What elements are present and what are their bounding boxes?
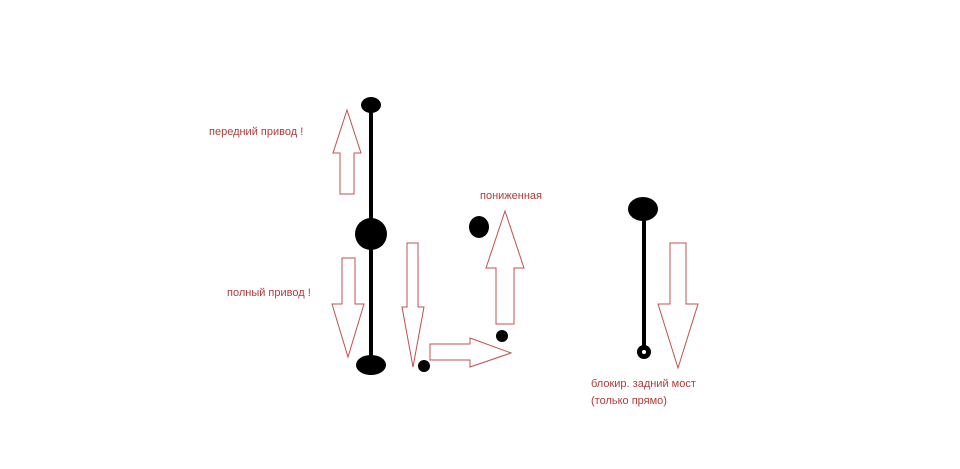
rear-lock-arrow-down — [657, 242, 699, 370]
shift-arrow-right — [429, 337, 513, 368]
label-full-drive: полный привод ! — [227, 287, 311, 299]
label-low-gear: пониженная — [480, 190, 542, 202]
position-dot-bottom — [418, 360, 430, 372]
label-rear-lock-line1: блокир. задний мост — [591, 378, 696, 390]
label-front-drive: передний привод ! — [209, 126, 304, 138]
shift-arrow-down — [401, 242, 425, 368]
rear-lock-lever-pivot-hole — [642, 350, 646, 354]
label-rear-lock-line2: (только прямо) — [591, 395, 667, 407]
rear-lock-lever-knob — [628, 197, 658, 221]
position-dot-low-gear — [469, 216, 489, 238]
main-lever-top-knob — [361, 97, 381, 113]
full-drive-arrow-down — [331, 257, 365, 359]
low-gear-arrow-up — [485, 209, 525, 325]
front-drive-arrow-up — [332, 108, 362, 195]
main-lever-bottom-knob — [356, 355, 386, 375]
main-lever-center-knob — [355, 218, 387, 250]
position-dot-low-start — [496, 330, 508, 342]
